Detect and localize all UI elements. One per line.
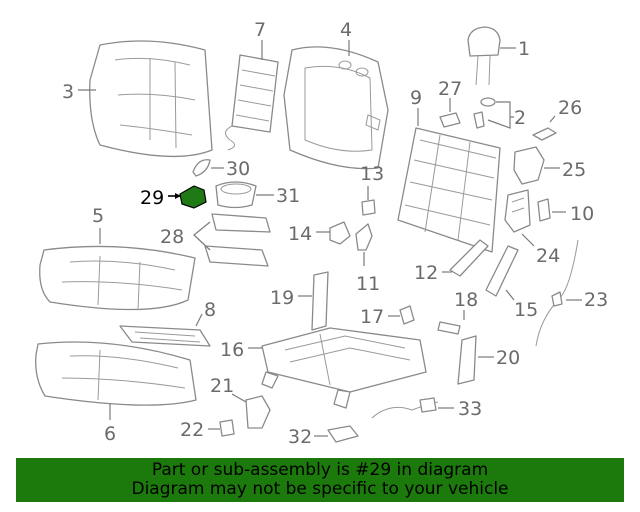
callout-31: 31 (276, 185, 300, 207)
parts-diagram: 3 7 4 1 27 2 26 (35, 19, 608, 448)
callout-28: 28 (160, 226, 184, 248)
part-2-bolt (473, 97, 496, 129)
leader-28 (193, 221, 211, 251)
callout-11: 11 (356, 273, 380, 295)
callout-16: 16 (220, 339, 244, 361)
callout-8: 8 (204, 299, 216, 321)
part-25-latch-cover (513, 146, 545, 185)
callout-15: 15 (514, 299, 538, 321)
leader-24 (521, 233, 535, 247)
part-7-seat-back-panel (225, 54, 279, 151)
callout-12: 12 (414, 262, 438, 284)
leader-26 (549, 115, 556, 123)
leader-21 (231, 393, 247, 403)
part-16-seat-frame (261, 327, 427, 409)
callout-1: 1 (518, 38, 530, 60)
banner-line-1: Part or sub-assembly is #29 in diagram (151, 460, 489, 480)
callout-3: 3 (62, 81, 74, 103)
callout-30: 30 (226, 158, 250, 180)
part-1-headrest (467, 26, 501, 86)
part-21-bracket (245, 395, 271, 429)
callout-6: 6 (104, 423, 116, 445)
part-28-armrest (204, 213, 271, 267)
part-8-cushion-frame (119, 325, 211, 347)
part-14-pivot (329, 221, 351, 245)
part-6-seat-cushion-pad (35, 341, 197, 406)
part-24-latch (504, 189, 531, 233)
part-17-bolt (399, 305, 415, 325)
part-15-trim (485, 245, 519, 297)
callout-21: 21 (210, 375, 234, 397)
callout-18: 18 (454, 289, 478, 311)
part-29-highlighted (179, 185, 207, 209)
part-18-pin (437, 321, 461, 335)
part-33-wire-harness (371, 397, 439, 419)
part-27-clip (439, 112, 461, 128)
callout-20: 20 (496, 347, 520, 369)
leader-8 (195, 313, 203, 327)
callout-25: 25 (562, 159, 586, 181)
part-23-cable (535, 239, 579, 347)
part-31-cup-holder (215, 181, 257, 209)
callout-24: 24 (536, 245, 560, 267)
callout-10: 10 (570, 203, 594, 225)
callout-32: 32 (288, 426, 312, 448)
leader-15 (505, 289, 515, 301)
part-22-clip (219, 419, 235, 437)
callout-14: 14 (288, 223, 312, 245)
callout-33: 33 (458, 398, 482, 420)
callout-9: 9 (410, 87, 422, 109)
callout-22: 22 (180, 419, 204, 441)
part-12-rail (449, 239, 489, 277)
callout-7: 7 (254, 19, 266, 41)
callout-4: 4 (340, 19, 352, 41)
callout-13: 13 (360, 163, 384, 185)
info-banner: Part or sub-assembly is #29 in diagram D… (16, 458, 624, 502)
part-26-bracket (532, 127, 557, 141)
callout-5: 5 (92, 205, 104, 227)
part-13-bracket (361, 199, 376, 216)
part-9-rear-panel (397, 127, 501, 253)
callout-2: 2 (514, 107, 526, 129)
leader-29-arrow (175, 193, 181, 199)
part-32-cover-plate (327, 425, 359, 443)
callout-26: 26 (558, 97, 582, 119)
part-11-hinge (355, 223, 373, 251)
callout-27: 27 (438, 78, 462, 100)
part-30-clip (192, 159, 211, 177)
part-5-seat-cushion-cover (39, 245, 196, 311)
part-3-seat-back-cover (89, 40, 213, 158)
callout-19: 19 (270, 287, 294, 309)
banner-line-2: Diagram may not be specific to your vehi… (131, 479, 509, 499)
part-10-cover (537, 198, 551, 222)
part-20-trim-piece (457, 335, 477, 385)
callout-17: 17 (360, 306, 384, 328)
leader-2 (487, 101, 514, 129)
callout-29: 29 (140, 187, 164, 209)
callout-23: 23 (584, 289, 608, 311)
part-4-seat-back-frame (283, 46, 389, 170)
part-19-side-bracket (311, 271, 329, 331)
